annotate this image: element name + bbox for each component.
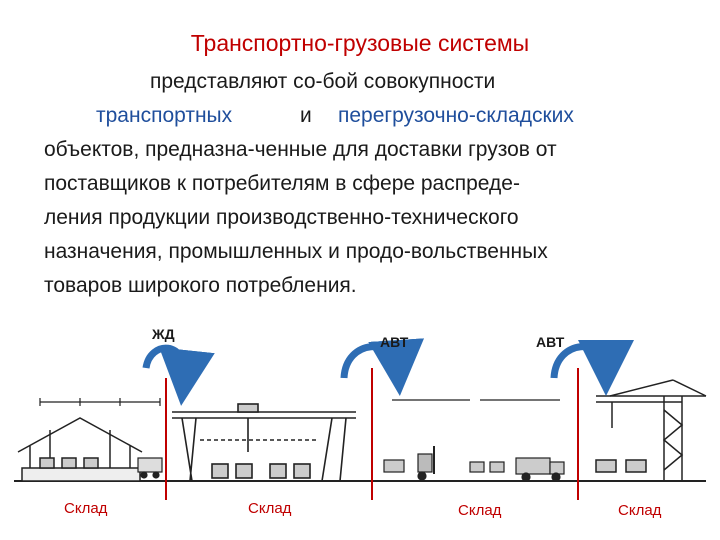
body-line-7: товаров широкого потребления.	[44, 274, 357, 297]
warehouse-building-icon	[17, 417, 143, 482]
warehouse-label-4: Склад	[618, 502, 662, 519]
body-line-3: объектов, предназна-ченные для доставки …	[44, 138, 557, 161]
tower-crane-icon	[595, 379, 707, 481]
body-line-5: ления продукции производственно-техничес…	[44, 206, 519, 229]
transport-label-rail: ЖД	[152, 326, 175, 342]
keyword-transport: транспортных	[96, 104, 233, 127]
warehouse-label-1: Склад	[64, 500, 108, 517]
freight-wagon-icon	[137, 457, 163, 479]
rail-track-icon	[39, 398, 161, 406]
body-conjunction: и	[300, 104, 312, 127]
keyword-transshipment: перегрузочно-складских	[338, 104, 574, 127]
warehouse-label-2: Склад	[248, 500, 292, 517]
transport-label-auto-1: АВТ	[380, 334, 409, 350]
transfer-arrow-1-icon	[142, 344, 215, 406]
logistics-diagram	[14, 338, 707, 500]
truck-icon	[515, 457, 565, 482]
transfer-arrow-2-icon	[340, 338, 425, 396]
transport-label-auto-2: АВТ	[536, 334, 565, 350]
warehouse-label-3: Склад	[458, 502, 502, 519]
body-line-6: назначения, промышленных и продо-вольств…	[44, 240, 548, 263]
gantry-crane-icon	[172, 403, 356, 482]
body-line-1: представляют со-бой совокупности	[150, 70, 496, 93]
forklift-icon	[417, 446, 435, 481]
body-line-4: поставщиков к потребителям в сфере распр…	[44, 172, 520, 195]
slide-title: Транспортно-грузовые системы	[190, 30, 530, 56]
transfer-arrow-3-icon	[550, 339, 634, 396]
storage-rack-icon	[383, 399, 560, 473]
